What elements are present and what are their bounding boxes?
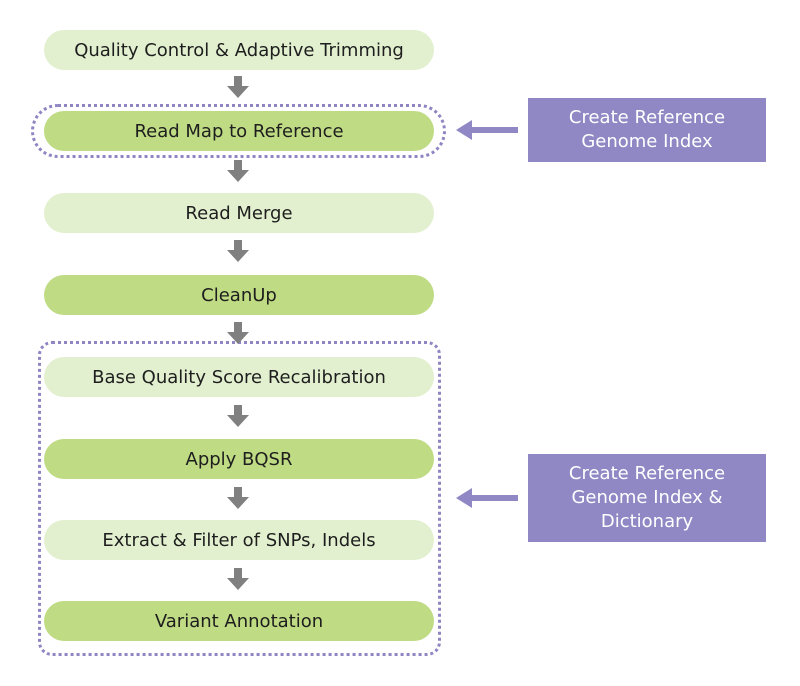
arrow-down-icon [227, 160, 249, 182]
side-input-line: Create Reference [568, 107, 726, 128]
side-input-line: Create Reference [568, 463, 726, 484]
arrow-down-icon [227, 568, 249, 590]
step-read-merge: Read Merge [44, 193, 434, 233]
arrow-down-icon [227, 405, 249, 427]
side-input-line: Genome Index [581, 131, 713, 152]
side-input-reference-index: Create Reference Genome Index [528, 98, 766, 162]
arrow-down-icon [227, 76, 249, 98]
step-read-map: Read Map to Reference [44, 111, 434, 151]
arrow-left-icon [456, 120, 518, 140]
side-input-line: Genome Index & [571, 487, 723, 508]
side-input-reference-index-dictionary: Create Reference Genome Index & Dictiona… [528, 454, 766, 542]
step-base-quality-recalibration: Base Quality Score Recalibration [44, 357, 434, 397]
step-apply-bqsr: Apply BQSR [44, 439, 434, 479]
side-input-line: Dictionary [600, 511, 694, 532]
arrow-down-icon [227, 240, 249, 262]
arrow-down-icon [227, 487, 249, 509]
read-map-highlight-outline [31, 104, 446, 158]
step-extract-filter: Extract & Filter of SNPs, Indels [44, 520, 434, 560]
arrow-down-icon [227, 322, 249, 344]
step-cleanup: CleanUp [44, 275, 434, 315]
step-variant-annotation: Variant Annotation [44, 601, 434, 641]
step-quality-control: Quality Control & Adaptive Trimming [44, 30, 434, 70]
arrow-left-icon [456, 488, 518, 508]
